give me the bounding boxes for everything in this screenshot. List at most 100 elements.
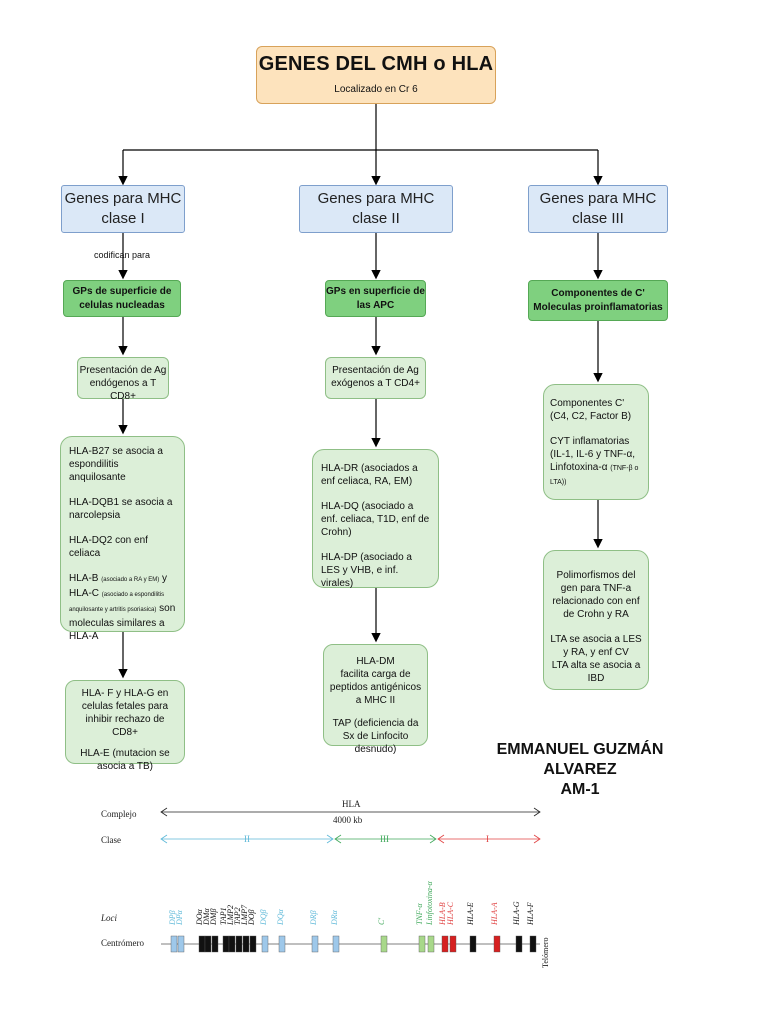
locus-label-18: HLA-C — [446, 901, 455, 926]
locus-label-15: TNF-α — [415, 903, 424, 925]
locus-block-13 — [332, 935, 340, 953]
map-size-label: 4000 kb — [333, 815, 363, 825]
locus-block-5 — [222, 935, 230, 953]
col3-comp-box: Componentes C' (C4, C2, Factor B) CYT in… — [543, 384, 649, 500]
col1-assoc-l4c: son moleculas similares a HLA-A — [69, 603, 176, 642]
col3-poly-l2: LTA se asocia a LES y RA, y enf CV — [550, 634, 642, 658]
col1-assoc-l4a: HLA-B — [69, 573, 99, 584]
locus-label-19: HLA-E — [466, 902, 475, 926]
col2-dm-l1: HLA-DM — [356, 656, 395, 667]
col2-dm-box: HLA-DM facilita carga de peptidos antigé… — [323, 644, 428, 755]
col2-assoc-l3: HLA-DP (asociado a LES y VHB, e inf. vir… — [321, 552, 412, 589]
codifican-label: codifican para — [94, 250, 151, 260]
locus-label-17: HLA-B — [438, 902, 447, 926]
locus-block-22 — [529, 935, 537, 953]
col1-fg-l2: HLA-E (mutacion se asocia a TB) — [80, 748, 170, 772]
col2-assoc-l1: HLA-DR (asociados a enf celiaca, RA, EM) — [321, 463, 418, 487]
col2-pres-text: Presentación de Ag exógenos a T CD4+ — [331, 365, 420, 389]
col1-assoc-l2: HLA-DQB1 se asocia a narcolepsia — [69, 497, 173, 521]
locus-block-14 — [380, 935, 388, 953]
map-class-i: I — [486, 834, 489, 844]
locus-label-10: DQβ — [259, 909, 268, 926]
map-label-complejo: Complejo — [101, 809, 137, 819]
locus-label-5: TAP1 — [219, 907, 228, 925]
locus-label-20: HLA-A — [490, 902, 499, 926]
locus-block-8 — [242, 935, 250, 953]
locus-block-19 — [469, 935, 477, 953]
locus-label-2: DOα — [195, 908, 204, 926]
col1-green-text: GPs de superficie de celulas nucleadas — [72, 285, 172, 311]
locus-block-6 — [228, 935, 236, 953]
map-label-loci: Loci — [100, 913, 118, 923]
locus-block-21 — [515, 935, 523, 953]
col1-green-box: GPs de superficie de celulas nucleadas — [63, 280, 181, 317]
page-title: GENES DEL CMH o HLA — [258, 53, 494, 75]
col1-assoc-l1: HLA-B27 se asocia a espondilitis anquilo… — [69, 446, 163, 483]
map-label-clase: Clase — [101, 835, 121, 845]
locus-label-12: DRβ — [309, 910, 318, 926]
col1-fg-box: HLA- F y HLA-G en celulas fetales para i… — [65, 680, 185, 772]
col3-comp-l1: Componentes C' (C4, C2, Factor B) — [550, 398, 632, 422]
locus-block-9 — [249, 935, 257, 953]
col2-dm-l3: TAP (deficiencia da Sx de Linfocito desn… — [332, 718, 419, 755]
locus-label-11: DQα — [276, 908, 285, 926]
col1-pres-box: Presentación de Ag endógenos a T CD8+ — [77, 357, 169, 402]
locus-label-14: C' — [377, 918, 386, 925]
locus-block-16 — [427, 935, 435, 953]
col3-poly-l3: LTA alta se asocia a IBD — [551, 660, 641, 684]
title-subtitle: Localizado en Cr 6 — [334, 84, 418, 95]
col2-green-box: GPs en superficie de las APC — [325, 280, 426, 317]
col3-poly-box: Polimorfismos del gen para TNF-a relacio… — [543, 550, 649, 690]
col3-comp-l2: CYT inflamatorias (IL-1, IL-6 y TNF-α, L… — [550, 436, 636, 473]
col1-assoc-l4b: y HLA-C — [69, 573, 168, 599]
map-telomero: Telómero — [541, 937, 550, 968]
col3-green-box: Componentes de C' Moleculas proinflamato… — [528, 280, 668, 321]
locus-label-21: HLA-G — [512, 901, 521, 926]
locus-label-0: DPβ — [168, 910, 177, 926]
col2-assoc-l2: HLA-DQ (asociado a enf. celiaca, T1D, en… — [321, 501, 430, 538]
locus-label-4: DMβ — [209, 909, 218, 926]
class-iii-box: Genes para MHC clase III — [528, 185, 668, 233]
locus-block-18 — [449, 935, 457, 953]
col3-green-text: Componentes de C' Moleculas proinflamato… — [533, 287, 663, 313]
class-ii-box: Genes para MHC clase II — [299, 185, 453, 233]
col2-assoc-box: HLA-DR (asociados a enf celiaca, RA, EM)… — [312, 449, 439, 589]
locus-block-0 — [170, 935, 178, 953]
locus-label-9: DOβ — [247, 909, 256, 926]
col3-comp-l2-small: (TNF-β o LTA)) — [550, 465, 639, 486]
map-class-iii: III — [380, 834, 389, 844]
col1-pres-text: Presentación de Ag endógenos a T CD8+ — [79, 365, 167, 402]
locus-label-13: DRα — [330, 909, 339, 926]
locus-label-3: DMα — [202, 908, 211, 926]
locus-block-7 — [235, 935, 243, 953]
locus-block-15 — [418, 935, 426, 953]
map-class-ii: II — [244, 834, 250, 844]
locus-label-16: Linfotoxina-α — [425, 880, 434, 926]
locus-label-8: LMP7 — [240, 904, 249, 926]
col1-assoc-l4a-small: (asociado a RA y EM) — [101, 577, 160, 583]
col2-dm-l2: facilita carga de peptidos antigénicos a… — [329, 669, 422, 706]
class-i-box: Genes para MHC clase I — [61, 185, 185, 233]
col2-pres-box: Presentación de Ag exógenos a T CD4+ — [325, 357, 426, 399]
locus-block-2 — [198, 935, 206, 953]
col3-poly-l1: Polimorfismos del gen para TNF-a relacio… — [552, 570, 640, 620]
map-label-centromero: Centrómero — [101, 938, 144, 948]
col2-green-text: GPs en superficie de las APC — [326, 285, 425, 311]
author-name: EMMANUEL GUZMÁN ALVAREZ — [496, 741, 664, 778]
locus-block-1 — [177, 935, 185, 953]
locus-block-11 — [278, 935, 286, 953]
locus-block-3 — [204, 935, 212, 953]
locus-label-22: HLA-F — [526, 902, 535, 926]
col1-assoc-box: HLA-B27 se asocia a espondilitis anquilo… — [60, 436, 185, 642]
locus-block-12 — [311, 935, 319, 953]
locus-block-17 — [441, 935, 449, 953]
locus-label-6: LMP2 — [226, 905, 235, 926]
col1-assoc-l4b-small: (asociado a espondilitis anquilosante y … — [69, 592, 165, 613]
col1-fg-l1: HLA- F y HLA-G en celulas fetales para i… — [81, 688, 169, 738]
locus-label-1: DPα — [175, 909, 184, 926]
locus-label-7: TAP2 — [233, 907, 242, 925]
col1-assoc-l3: HLA-DQ2 con enf celiaca — [69, 535, 148, 559]
map-hla-label: HLA — [342, 799, 361, 809]
